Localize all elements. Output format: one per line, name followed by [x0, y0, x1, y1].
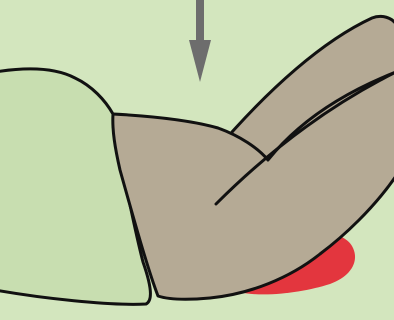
arrow-shaft: [196, 0, 204, 42]
